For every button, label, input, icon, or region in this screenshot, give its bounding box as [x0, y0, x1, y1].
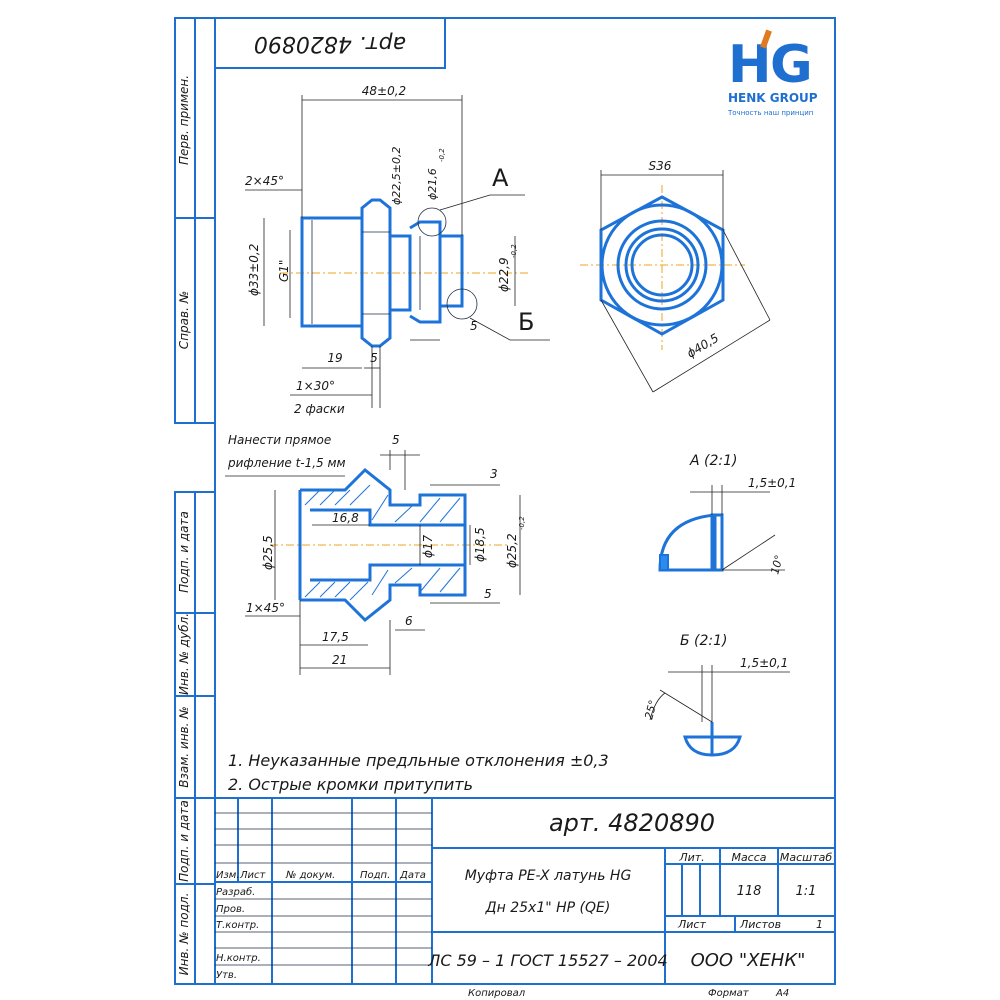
- sheet-frame: [174, 17, 836, 985]
- note-knurl-2: рифление t-1,5 мм: [227, 456, 346, 470]
- detail-B-angle: 25°: [642, 699, 660, 721]
- dim-g1: G1": [277, 260, 291, 282]
- dim-48: 48±0,2: [362, 84, 406, 98]
- tb-col-podp: Подп.: [360, 870, 390, 881]
- detail-A-angle: 10°: [768, 554, 786, 576]
- dim-d22-9-tol: -0,2: [510, 244, 518, 258]
- tb-company: ООО "ХЕНК": [691, 950, 806, 971]
- dim-d33: ϕ33±0,2: [247, 244, 261, 296]
- side-label-podp-data-1: Подп. и дата: [177, 511, 191, 593]
- note-knurl-1: Нанести прямое: [228, 433, 331, 447]
- tb-col-list: Лист: [239, 870, 267, 881]
- tb-name-2: Дн 25х1" НР (QE): [485, 900, 611, 916]
- dim-d18-5: ϕ18,5: [473, 527, 487, 562]
- tb-row-tkontr: Т.контр.: [216, 920, 259, 931]
- logo-tagline: Точность наш принцип: [727, 109, 813, 117]
- tb-col-izm: Изм.: [216, 870, 240, 881]
- tb-listov-value: 1: [816, 918, 823, 931]
- logo-accent: [760, 29, 772, 49]
- tb-hdr-massa: Масса: [731, 851, 766, 864]
- tb-row-prov: Пров.: [216, 904, 245, 915]
- title-block: [215, 797, 835, 984]
- dim-17-5: 17,5: [322, 630, 349, 644]
- tb-massa: 118: [737, 884, 762, 899]
- tb-format-value: А4: [775, 988, 789, 999]
- side-label-inv-dubl: Инв. № дубл.: [177, 613, 191, 695]
- tb-row-razrab: Разраб.: [216, 886, 255, 898]
- dim-1x30: 1×30°: [296, 379, 335, 393]
- tb-masshtab: 1:1: [796, 884, 817, 899]
- label-A: А: [492, 164, 509, 192]
- tb-listov-label: Листов: [739, 918, 781, 931]
- tb-name-1: Муфта PE-X латунь HG: [465, 868, 632, 884]
- dim-19: 19: [327, 351, 342, 365]
- dim-1x45: 1×45°: [246, 601, 285, 615]
- company-logo: H G HENK GROUP Точность наш принцип: [727, 29, 818, 117]
- section-hatch: [304, 484, 461, 601]
- dim-d17: ϕ17: [421, 534, 435, 558]
- note-1: 1. Неуказанные предльные отклонения ±0,3: [228, 751, 609, 770]
- logo-company: HENK GROUP: [728, 91, 818, 105]
- dim-d22-5: ϕ22,5±0,2: [390, 147, 403, 205]
- logo-mark-g: G: [770, 35, 813, 95]
- tb-list-label: Лист: [677, 918, 706, 931]
- dim-5a: 5: [370, 351, 378, 365]
- dim-16-8: 16,8: [332, 511, 359, 525]
- tb-col-docum: № докум.: [285, 870, 335, 881]
- detail-B-dim: 1,5±0,1: [740, 656, 788, 670]
- note-2: 2. Острые кромки притупить: [228, 775, 473, 794]
- dim-d25-5: ϕ25,5: [261, 535, 275, 570]
- tb-material: ЛС 59 – 1 ГОСТ 15527 – 2004: [427, 951, 667, 970]
- tb-art: арт. 4820890: [549, 809, 715, 837]
- side-label-vzam-inv: Взам. инв. №: [177, 706, 191, 787]
- dim-d25-2-tol: -0,2: [518, 516, 526, 530]
- detail-B-title: Б (2:1): [680, 633, 728, 649]
- dim-d40-5: ϕ40,5: [684, 331, 721, 361]
- side-label-perv-primen: Перв. примен.: [177, 75, 191, 165]
- tb-format-label: Формат: [708, 988, 750, 999]
- view-side: [245, 95, 550, 408]
- dim-5b: 5: [470, 319, 478, 333]
- view-hex: [580, 170, 771, 393]
- side-label-inv-podl: Инв. № подл.: [177, 893, 191, 976]
- detail-A-dim: 1,5±0,1: [748, 476, 796, 490]
- dim-5-top: 5: [392, 433, 400, 447]
- tb-row-utv: Утв.: [216, 970, 237, 981]
- dim-6: 6: [405, 614, 413, 628]
- detail-A-title: А (2:1): [689, 453, 737, 469]
- dim-5-right: 5: [484, 587, 492, 601]
- dim-21: 21: [332, 653, 347, 667]
- tb-col-data: Дата: [399, 870, 426, 881]
- dim-d25-2: ϕ25,2: [505, 533, 519, 568]
- detail-B: [649, 665, 790, 757]
- dim-2x45: 2×45°: [245, 174, 284, 188]
- dim-d22-9: ϕ22,9: [497, 257, 511, 292]
- side-label-sprav-no: Справ. №: [177, 291, 191, 349]
- view-section: [225, 450, 521, 675]
- dim-d21-6: ϕ21,6: [426, 168, 439, 200]
- tb-hdr-lit: Лит.: [678, 851, 704, 864]
- dim-d21-6-tol: -0,2: [438, 148, 446, 162]
- dim-3: 3: [490, 467, 498, 481]
- tb-row-nkontr: Н.контр.: [216, 953, 261, 964]
- tb-hdr-masshtab: Масштаб: [780, 851, 832, 864]
- top-stamp-text: арт. 4820890: [254, 31, 406, 56]
- label-B: Б: [518, 308, 534, 336]
- tb-kopiroval: Копировал: [468, 988, 526, 999]
- side-label-podp-data-2: Подп. и дата: [177, 800, 191, 882]
- dim-2faski: 2 фаски: [294, 402, 345, 416]
- dim-s36: S36: [649, 159, 672, 173]
- detail-A: [658, 485, 785, 572]
- top-stamp: арт. 4820890: [215, 18, 446, 69]
